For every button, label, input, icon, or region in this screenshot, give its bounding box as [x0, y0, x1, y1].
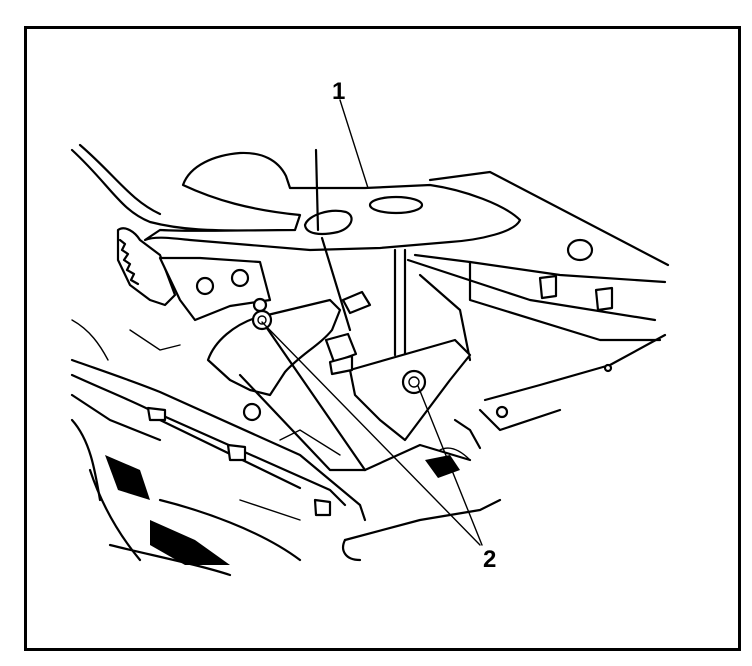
grille-area — [70, 319, 502, 577]
latch-rod — [314, 148, 352, 332]
leader-2b — [417, 385, 483, 546]
callout-1-label: 1 — [332, 78, 346, 105]
latch-support-left — [116, 227, 272, 322]
hood-edge-line-inner — [78, 143, 162, 216]
radiator-support — [406, 170, 670, 450]
leader-1 — [339, 99, 369, 189]
right-brace — [348, 338, 472, 442]
callout-leaders — [261, 99, 483, 546]
nut-right — [401, 369, 427, 395]
hood-latch-bracket — [143, 151, 522, 252]
callout-2-label: 2 — [483, 546, 497, 573]
leader-2a — [261, 321, 481, 546]
center-brace — [206, 298, 367, 472]
slot-hole — [368, 195, 424, 215]
nut-center — [251, 309, 273, 331]
